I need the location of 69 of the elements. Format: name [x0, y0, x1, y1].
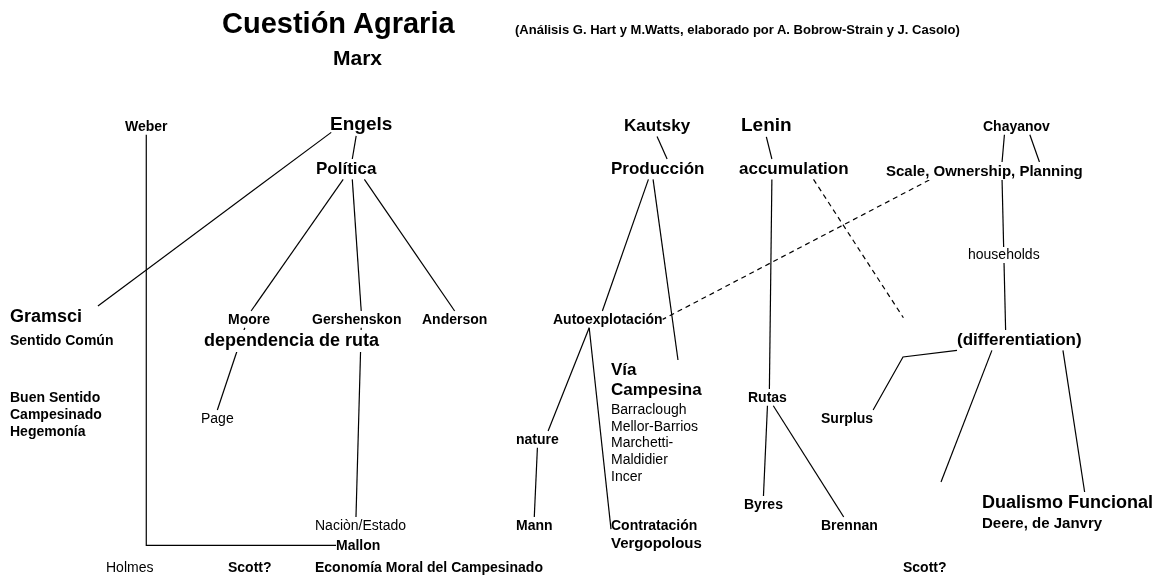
name-label: Rutas: [748, 389, 787, 406]
name-label: Lenin: [741, 114, 792, 137]
connector-line: [363, 178, 456, 312]
text-label: Marchetti-Maldidier: [611, 434, 675, 468]
text-label: Barraclough: [611, 400, 688, 418]
connector-line: [588, 327, 612, 530]
text-label: Scott?: [903, 559, 947, 575]
connector-line: [1001, 179, 1007, 331]
connector-line: [765, 136, 773, 160]
connector-line: [812, 178, 904, 319]
connector-line: [145, 134, 337, 546]
name-label: Anderson: [422, 311, 488, 328]
edge-label: households: [967, 247, 1041, 263]
connector-line: [351, 178, 362, 312]
connector-line: [762, 405, 769, 497]
connector-line: [547, 327, 590, 432]
connector-line: [940, 349, 993, 483]
name-label: Mann: [516, 517, 553, 534]
text-label: Sentido Común: [10, 331, 114, 349]
connector-line: [533, 447, 538, 518]
heading-label: Vía Campesina: [611, 360, 703, 401]
diagram-title: Cuestión Agraria: [222, 6, 455, 41]
connector-line: [662, 179, 930, 320]
heading-label: Dualismo Funcional: [982, 492, 1154, 514]
name-label: Política: [316, 159, 377, 180]
name-label: Autoexplotación: [553, 311, 663, 328]
heading-label: Gramsci: [10, 306, 84, 328]
text-label: Incer: [611, 467, 644, 485]
connector-line: [1001, 134, 1005, 163]
connector-line: [351, 135, 357, 160]
text-label: Mellor-Barrios: [611, 417, 700, 435]
text-label: Deere, de Janvry: [982, 513, 1104, 532]
connector-line: [97, 131, 332, 307]
text-label: Holmes: [106, 559, 154, 575]
name-label: nature: [516, 431, 559, 448]
text-label: dependencia de ruta: [204, 330, 380, 352]
heading-label: Contratación: [611, 517, 699, 534]
text-label: Marx: [333, 45, 383, 71]
connector-line: [768, 178, 773, 390]
text-label: Vergopolous: [611, 533, 702, 552]
name-label: Chayanov: [983, 118, 1050, 135]
name-label: Producción: [611, 159, 705, 180]
text-label: Buen Sentido Campesinado Hegemonía: [10, 389, 103, 440]
connector-line: [250, 178, 344, 312]
name-label: Moore: [228, 311, 270, 328]
name-label: Byres: [744, 496, 783, 513]
name-label: Engels: [330, 113, 393, 136]
connector-line: [601, 178, 649, 312]
connector-line: [652, 178, 679, 361]
text-label: (Análisis G. Hart y M.Watts, elaborado por A. Bobrow-Strain y J. Casolo): [515, 22, 960, 38]
name-label: Kautsky: [624, 116, 691, 137]
name-label: Scale, Ownership, Planning: [886, 162, 1083, 180]
name-label: (differentiation): [957, 330, 1082, 351]
connector-line: [1062, 349, 1086, 493]
connector-line: [355, 327, 362, 518]
text-label: Economía Moral del Campesinado: [315, 559, 543, 575]
connector-line: [1029, 134, 1041, 163]
name-label: Gershenskon: [312, 311, 402, 328]
name-label: Brennan: [821, 517, 878, 534]
name-label: Mallon: [336, 537, 381, 554]
text-label: Scott?: [228, 559, 272, 575]
name-label: Weber: [125, 118, 168, 135]
text-label: Naciòn/Estado: [315, 517, 407, 534]
name-label: accumulation: [739, 159, 849, 180]
text-label: Page: [201, 410, 234, 427]
connector-line: [656, 135, 668, 160]
name-label: Surplus: [821, 410, 874, 427]
connector-line: [772, 405, 845, 518]
connector-line: [872, 349, 958, 411]
